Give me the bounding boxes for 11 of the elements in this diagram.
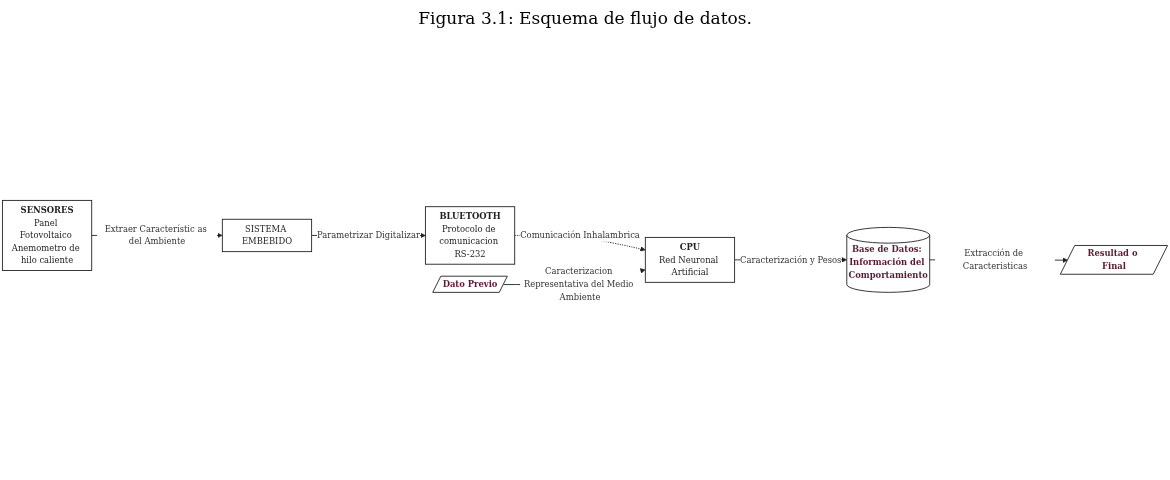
edge-label: Extraer Característic as del Ambiente xyxy=(104,224,207,247)
edge-label: Parametrizar Digitalizar xyxy=(317,230,421,241)
edge-label: Caracterizacion Representativa del Medio Ambiente xyxy=(523,266,634,302)
node-box: SENSORES Panel Fotovoltaico Anemometro de hilo caliente xyxy=(1,200,93,272)
edge-label: Comunicación Inhalambrica xyxy=(520,230,640,241)
edge-label: Extracción de Caracteristicas xyxy=(962,248,1028,271)
figure-title: Figura 3.1: Esquema de flujo de datos. xyxy=(417,8,753,28)
node-box: BLUETOOTH Protocolo de comunicacion RS-232 xyxy=(424,206,516,265)
edge-label: Caracterización y Pesos xyxy=(740,255,842,265)
node-box: SISTEMA EMBEBIDO xyxy=(221,219,313,253)
node-box: CPU Red Neuronal Artificial xyxy=(644,237,736,283)
